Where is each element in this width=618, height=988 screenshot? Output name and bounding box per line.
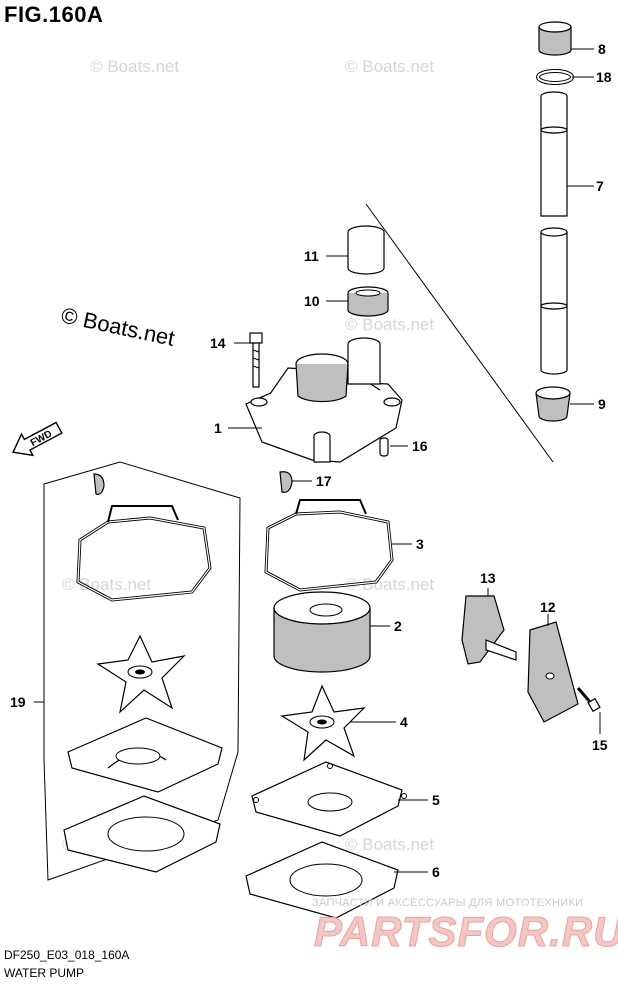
watermark: © Boats.net bbox=[62, 575, 151, 594]
part-7-water-tube bbox=[540, 91, 568, 375]
part-19-kit-outline bbox=[43, 461, 241, 881]
kit-key bbox=[93, 473, 105, 495]
part-12-cover bbox=[527, 621, 579, 723]
callout-13: 13 bbox=[480, 570, 496, 586]
part-3-gasket bbox=[264, 499, 394, 592]
part-2-liner bbox=[273, 591, 371, 673]
part-13-lever bbox=[461, 595, 517, 665]
watermark: © Boats.net bbox=[345, 315, 434, 334]
part-14-bolt bbox=[249, 332, 263, 388]
part-17-key bbox=[279, 471, 293, 493]
watermark-main: © Boats.net bbox=[59, 302, 177, 350]
callout-18: 18 bbox=[596, 69, 612, 85]
part-5-plate bbox=[251, 761, 407, 837]
callout-11: 11 bbox=[304, 248, 319, 264]
assembly-guide-line bbox=[365, 203, 554, 463]
part-4-impeller bbox=[280, 684, 366, 762]
callout-16: 16 bbox=[412, 438, 428, 454]
promo-overlay: ЗАПЧАСТИ И АКСЕССУАРЫ ДЛЯ МОТОТЕХНИКИ PA… bbox=[312, 897, 618, 956]
leader-lines bbox=[34, 48, 601, 873]
part-15-screw bbox=[576, 687, 601, 713]
part-10-seal bbox=[347, 286, 389, 317]
callout-7: 7 bbox=[596, 178, 604, 194]
part-8-sleeve bbox=[538, 21, 572, 56]
figure-name: WATER PUMP bbox=[4, 966, 84, 980]
callout-6: 6 bbox=[432, 864, 440, 880]
part-9-grommet bbox=[535, 386, 571, 422]
callout-15: 15 bbox=[592, 737, 608, 753]
kit-impeller bbox=[96, 634, 186, 714]
watermark: © Boats.net bbox=[345, 575, 434, 594]
watermark: © Boats.net bbox=[90, 57, 179, 76]
watermark: © Boats.net bbox=[345, 835, 434, 854]
callout-5: 5 bbox=[432, 792, 440, 808]
fwd-label: FWD bbox=[29, 429, 54, 449]
part-18-o-ring bbox=[536, 69, 574, 85]
part-16-pin bbox=[379, 437, 389, 457]
promo-brand: PARTSFOR.RU bbox=[314, 908, 618, 955]
callout-17: 17 bbox=[316, 473, 332, 489]
callout-19: 19 bbox=[10, 694, 26, 710]
callout-2: 2 bbox=[394, 618, 402, 634]
callout-3: 3 bbox=[416, 536, 424, 552]
callout-12: 12 bbox=[540, 599, 556, 615]
part-1-pump-case bbox=[245, 337, 403, 463]
callout-14: 14 bbox=[210, 335, 226, 351]
kit-gasket bbox=[76, 505, 212, 602]
part-6-gasket bbox=[245, 841, 399, 919]
figure-title: FIG.160A bbox=[4, 2, 104, 27]
part-11-sleeve bbox=[347, 225, 385, 275]
kit-gasket-lower bbox=[63, 795, 221, 873]
watermark: © Boats.net bbox=[345, 57, 434, 76]
callout-numbers: 8 18 7 9 11 10 14 1 16 17 3 2 4 5 6 13 1… bbox=[10, 41, 612, 880]
callout-9: 9 bbox=[598, 396, 606, 412]
callout-8: 8 bbox=[598, 41, 606, 57]
callout-1: 1 bbox=[214, 420, 222, 436]
callout-10: 10 bbox=[304, 293, 320, 309]
promo-tagline: ЗАПЧАСТИ И АКСЕССУАРЫ ДЛЯ МОТОТЕХНИКИ bbox=[312, 897, 583, 909]
kit-plate bbox=[67, 717, 223, 793]
fwd-arrow-icon: FWD bbox=[12, 421, 63, 457]
callout-4: 4 bbox=[400, 714, 408, 730]
figure-code: DF250_E03_018_160A bbox=[4, 948, 130, 962]
